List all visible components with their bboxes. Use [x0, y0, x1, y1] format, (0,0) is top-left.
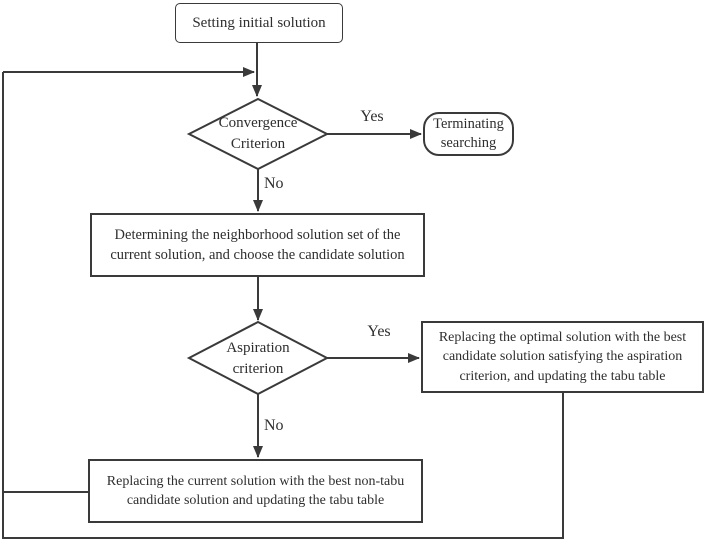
- node-setting-initial-solution: Setting initial solution: [175, 3, 343, 43]
- node-replace-current-solution: Replacing the current solution with the …: [88, 459, 423, 523]
- node-replace-optimal-line2: candidate solution satisfying the aspira…: [442, 349, 683, 365]
- node-setting-initial-solution-label: Setting initial solution: [192, 14, 326, 31]
- edge-label-aspiration-yes: Yes: [367, 323, 391, 340]
- node-determine-neighborhood-line2: current solution, and choose the candida…: [110, 247, 405, 263]
- node-replace-optimal-line1: Replacing the optimal solution with the …: [438, 330, 687, 346]
- node-terminating-searching: Terminating searching: [423, 112, 514, 156]
- edge-label-convergence-no: No: [264, 175, 284, 192]
- node-replace-optimal-solution: Replacing the optimal solution with the …: [421, 321, 704, 393]
- node-terminating-searching-line2: searching: [440, 135, 497, 151]
- aspiration-label-line1: Aspiration: [226, 340, 290, 356]
- node-replace-current-line1: Replacing the current solution with the …: [106, 473, 405, 489]
- node-determine-neighborhood: Determining the neighborhood solution se…: [90, 213, 425, 277]
- node-convergence-criterion-label: Convergence Criterion: [196, 104, 320, 164]
- node-terminating-searching-line1: Terminating: [433, 116, 504, 133]
- node-replace-optimal-line3: criterion, and updating the tabu table: [459, 368, 666, 384]
- aspiration-label-line2: criterion: [232, 361, 284, 377]
- node-aspiration-criterion-label: Aspiration criterion: [196, 329, 320, 389]
- node-convergence-diamond: [186, 97, 330, 171]
- node-aspiration-diamond: [186, 320, 330, 396]
- node-replace-current-line2: candidate solution and updating the tabu…: [126, 493, 385, 508]
- edge-label-aspiration-no: No: [264, 417, 284, 434]
- convergence-label-line2: Criterion: [230, 136, 286, 152]
- convergence-label-line1: Convergence: [218, 115, 298, 131]
- edge-label-convergence-yes: Yes: [360, 108, 384, 125]
- node-determine-neighborhood-line1: Determining the neighborhood solution se…: [114, 227, 401, 243]
